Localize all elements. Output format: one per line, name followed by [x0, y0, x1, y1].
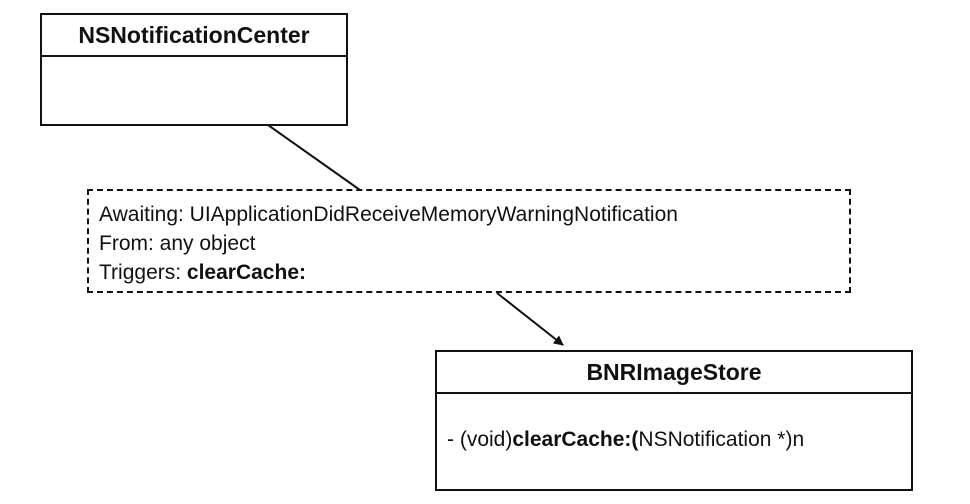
note-triggers-line: Triggers: clearCache:: [99, 258, 849, 287]
note-triggers-value: clearCache:: [186, 261, 306, 284]
image-store-box: BNRImageStore - (void)clearCache:(NSNoti…: [435, 350, 913, 491]
note-awaiting-line: Awaiting: UIApplicationDidReceiveMemoryW…: [99, 200, 849, 229]
notification-center-title: NSNotificationCenter: [42, 15, 346, 57]
center-to-note-line: [267, 124, 361, 191]
note-awaiting-value: UIApplicationDidReceiveMemoryWarningNoti…: [189, 203, 678, 226]
note-from-value: any object: [159, 232, 256, 255]
note-awaiting-label: Awaiting:: [99, 203, 190, 226]
note-from-line: From: any object: [99, 229, 849, 258]
notification-center-box: NSNotificationCenter: [40, 13, 348, 126]
image-store-title: BNRImageStore: [437, 352, 911, 394]
image-store-method: - (void)clearCache:(NSNotification *)n: [447, 428, 804, 452]
method-suffix: NSNotification *)n: [638, 428, 805, 451]
method-prefix: - (void): [447, 428, 513, 451]
note-from-label: From:: [99, 232, 160, 255]
note-triggers-label: Triggers:: [99, 261, 187, 284]
observer-note: Awaiting: UIApplicationDidReceiveMemoryW…: [87, 189, 851, 293]
method-name: clearCache:(: [512, 428, 639, 451]
note-to-store-arrow: [496, 292, 564, 346]
